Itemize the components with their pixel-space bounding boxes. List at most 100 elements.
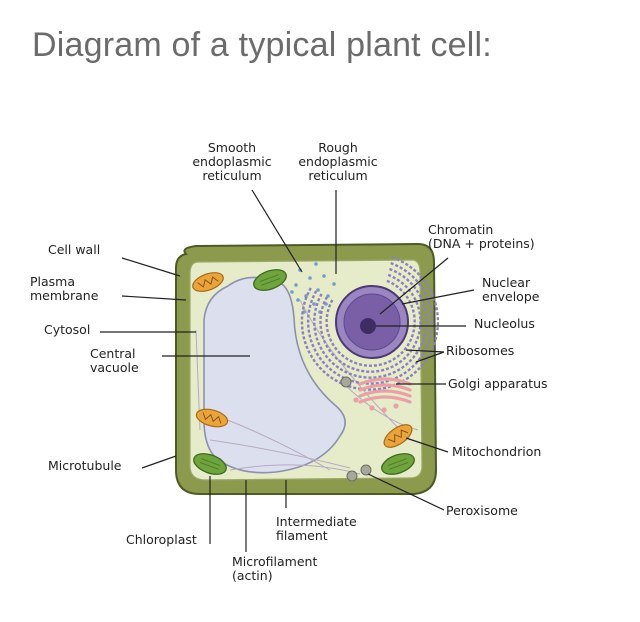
golgi-cisterna-1 (358, 383, 412, 392)
thylakoid (259, 274, 281, 286)
er-cisterna-0 (325, 279, 416, 367)
er-cisterna-2 (313, 267, 428, 379)
mitochondrion-0 (192, 272, 224, 292)
chloroplast-2 (381, 453, 415, 475)
peroxisomes (340, 376, 372, 482)
peroxisome-1 (360, 464, 372, 476)
chloroplasts (193, 269, 415, 475)
label-golgi: Golgi apparatus (448, 376, 548, 391)
golgi-cisterna-2 (358, 389, 412, 398)
leader-plasma-membrane (121, 295, 187, 301)
golgi-vesicle-3 (353, 397, 359, 403)
label-plasma-membrane-line-1: membrane (30, 288, 99, 303)
label-chromatin: Chromatin(DNA + proteins) (428, 222, 535, 251)
chloroplast-0 (253, 269, 287, 291)
golgi-vesicle-2 (393, 403, 399, 409)
label-intermediate-filament-line-1: filament (276, 528, 328, 543)
fiber-1 (209, 439, 351, 469)
mitochondria (192, 272, 413, 448)
label-mitochondrion: Mitochondrion (452, 444, 541, 459)
label-ribosomes-line-0: Ribosomes (446, 343, 514, 358)
label-microtubule: Microtubule (48, 458, 122, 473)
nucleus (335, 285, 409, 359)
plant-cell (175, 242, 440, 495)
ribosome-7 (296, 298, 300, 302)
chloroplast-1 (193, 453, 227, 475)
leader-peroxisome (367, 473, 445, 511)
ribosome-5 (322, 274, 326, 278)
ribosome-6 (312, 302, 316, 306)
label-microtubule-line-0: Microtubule (48, 458, 122, 473)
label-microfilament: Microfilament(actin) (232, 554, 317, 583)
golgi-vesicle-0 (369, 405, 375, 411)
leader-mitochondrion (405, 437, 449, 453)
label-cytosol: Cytosol (44, 322, 90, 337)
label-nuclear-envelope-line-1: envelope (482, 289, 540, 304)
page-title: Diagram of a typical plant cell: (32, 26, 492, 64)
leader-smooth-er (251, 189, 303, 273)
label-peroxisome-line-0: Peroxisome (446, 503, 518, 518)
ribosome-10 (290, 290, 294, 294)
fiber-5 (229, 464, 361, 475)
label-chromatin-line-1: (DNA + proteins) (428, 236, 535, 251)
mito-cristae (197, 276, 219, 288)
label-rough-er-line-1: endoplasmic (298, 154, 377, 169)
label-nucleolus: Nucleolus (474, 316, 535, 331)
label-central-vacuole-line-1: vacuole (90, 360, 139, 375)
label-central-vacuole-line-0: Central (90, 346, 136, 361)
label-peroxisome: Peroxisome (446, 503, 518, 518)
ribosome-11 (332, 282, 336, 286)
label-microfilament-line-1: (actin) (232, 568, 273, 583)
label-cell-wall-line-0: Cell wall (48, 242, 100, 257)
thylakoid (199, 458, 221, 470)
ribosome-13 (314, 262, 318, 266)
label-rough-er-line-2: reticulum (308, 168, 367, 183)
leader-nuclear-envelope (401, 289, 475, 305)
ribosome-3 (316, 288, 320, 292)
golgi-cisterna-0 (358, 377, 412, 386)
leader-microtubule (141, 455, 177, 469)
label-smooth-er-line-1: endoplasmic (192, 154, 271, 169)
label-microfilament-line-0: Microfilament (232, 554, 317, 569)
golgi-apparatus (353, 377, 412, 413)
golgi-cisterna-3 (358, 395, 412, 404)
label-mitochondrion-line-0: Mitochondrion (452, 444, 541, 459)
central-vacuole (203, 276, 346, 474)
nucleolus (360, 318, 376, 334)
ribosome-4 (304, 294, 308, 298)
label-leaders (100, 189, 475, 552)
golgi-vesicle-1 (381, 407, 387, 413)
leader-ribosomes (405, 349, 445, 363)
label-ribosomes: Ribosomes (446, 343, 514, 358)
label-smooth-er-line-0: Smooth (208, 140, 256, 155)
peroxisome-0 (340, 376, 352, 388)
ribosome-8 (326, 294, 330, 298)
label-chloroplast-line-0: Chloroplast (126, 532, 197, 547)
label-golgi-line-0: Golgi apparatus (448, 376, 548, 391)
peroxisome-2 (346, 470, 358, 482)
label-nuclear-envelope-line-0: Nuclear (482, 275, 531, 290)
er-cisterna-1 (319, 273, 422, 373)
mito-cristae (387, 429, 409, 443)
mito-cristae (202, 412, 222, 424)
ribosome-1 (308, 276, 312, 280)
leader-cell-wall (121, 257, 181, 277)
mitochondrion-1 (195, 408, 229, 428)
label-intermediate-filament-line-0: Intermediate (276, 514, 357, 529)
ribosome-2 (294, 283, 298, 287)
label-cell-wall: Cell wall (48, 242, 100, 257)
label-nucleolus-line-0: Nucleolus (474, 316, 535, 331)
mitochondrion-2 (383, 424, 413, 448)
label-chloroplast: Chloroplast (126, 532, 197, 547)
leader-chromatin (379, 257, 449, 315)
label-smooth-er-line-2: reticulum (202, 168, 261, 183)
label-plasma-membrane-line-0: Plasma (30, 274, 75, 289)
